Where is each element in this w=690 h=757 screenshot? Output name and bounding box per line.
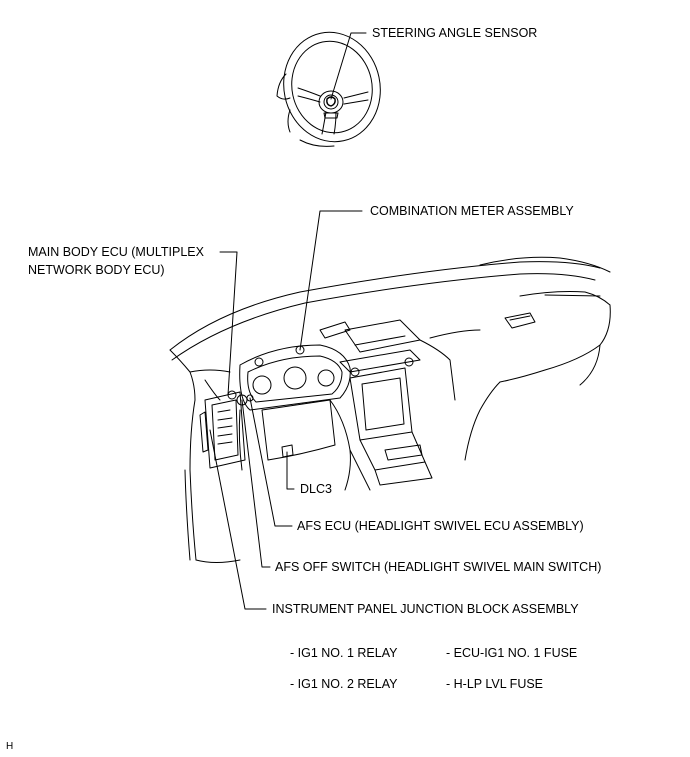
label-dlc3: DLC3 [300, 482, 332, 496]
label-combination-meter-assembly: COMBINATION METER ASSEMBLY [370, 204, 574, 218]
sub-item-ig1-no1-relay: - IG1 NO. 1 RELAY [290, 646, 398, 660]
label-instrument-panel-junction-block: INSTRUMENT PANEL JUNCTION BLOCK ASSEMBLY [272, 602, 579, 616]
label-main-body-ecu-line1: MAIN BODY ECU (MULTIPLEX [28, 245, 204, 259]
sub-item-ig1-no2-relay: - IG1 NO. 2 RELAY [290, 677, 398, 691]
sub-item-h-lp-lvl-fuse: - H-LP LVL FUSE [446, 677, 544, 691]
label-main-body-ecu-line2: NETWORK BODY ECU) [28, 263, 165, 277]
label-afs-off-switch: AFS OFF SWITCH (HEADLIGHT SWIVEL MAIN SW… [275, 560, 602, 574]
leader-lines [209, 32, 367, 610]
label-afs-ecu: AFS ECU (HEADLIGHT SWIVEL ECU ASSEMBLY) [297, 519, 584, 533]
corner-mark: H [6, 741, 14, 752]
dashboard-drawing [169, 256, 611, 563]
sub-item-ecu-ig1-no1-fuse: - ECU-IG1 NO. 1 FUSE [446, 646, 578, 660]
label-steering-angle-sensor: STEERING ANGLE SENSOR [372, 26, 538, 40]
steering-wheel-drawing [276, 31, 381, 147]
